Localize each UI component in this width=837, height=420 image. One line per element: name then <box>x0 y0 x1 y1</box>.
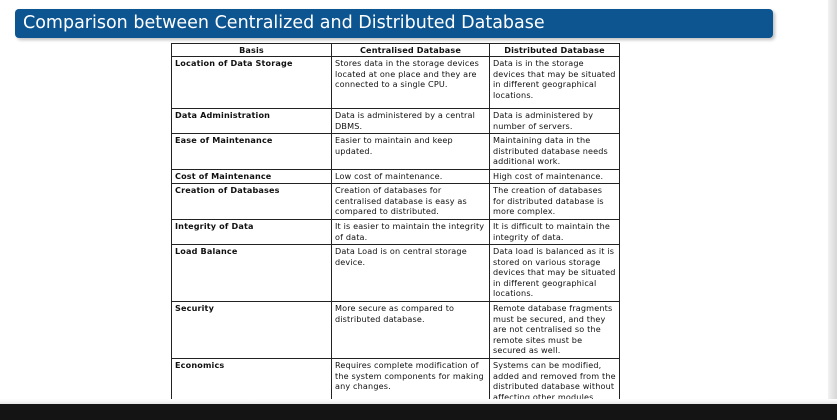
table-header-row: Basis Centralised Database Distributed D… <box>171 42 620 58</box>
cell-distributed: It is difficult to maintain the integrit… <box>489 219 620 246</box>
header-basis: Basis <box>171 42 332 58</box>
cell-centralised: Stores data in the storage devices locat… <box>331 56 490 110</box>
cell-basis: Location of Data Storage <box>171 56 332 110</box>
table-row: Security More secure as compared to dist… <box>171 301 620 360</box>
cell-distributed: Data is in the storage devices that may … <box>489 56 620 110</box>
table-row: Creation of Databases Creation of databa… <box>171 183 620 221</box>
cell-centralised: Easier to maintain and keep updated. <box>331 133 490 171</box>
cell-centralised: Low cost of maintenance. <box>331 169 490 185</box>
cell-distributed: Maintaining data in the distributed data… <box>489 133 620 171</box>
bottom-shadow <box>0 399 837 404</box>
table-row: Integrity of Data It is easier to mainta… <box>171 219 620 246</box>
cell-basis: Security <box>171 301 332 360</box>
cell-basis: Economics <box>171 358 332 407</box>
comparison-table: Basis Centralised Database Distributed D… <box>171 42 620 407</box>
cell-basis: Ease of Maintenance <box>171 133 332 171</box>
table-row: Location of Data Storage Stores data in … <box>171 56 620 110</box>
viewer-right-edge <box>828 0 837 420</box>
header-distributed: Distributed Database <box>489 42 620 58</box>
viewer-bottom-bar <box>0 404 837 420</box>
cell-distributed: Systems can be modified, added and remov… <box>489 358 620 407</box>
header-centralised: Centralised Database <box>331 42 490 58</box>
cell-basis: Creation of Databases <box>171 183 332 221</box>
cell-basis: Data Administration <box>171 108 332 135</box>
cell-basis: Integrity of Data <box>171 219 332 246</box>
slide-title: Comparison between Centralized and Distr… <box>15 9 773 38</box>
cell-distributed: Data load is balanced as it is stored on… <box>489 244 620 303</box>
table-row: Cost of Maintenance Low cost of maintena… <box>171 169 620 185</box>
cell-basis: Load Balance <box>171 244 332 303</box>
table-row: Data Administration Data is administered… <box>171 108 620 135</box>
cell-distributed: Remote database fragments must be secure… <box>489 301 620 360</box>
cell-distributed: The creation of databases for distribute… <box>489 183 620 221</box>
cell-centralised: It is easier to maintain the integrity o… <box>331 219 490 246</box>
cell-centralised: More secure as compared to distributed d… <box>331 301 490 360</box>
cell-centralised: Data Load is on central storage device. <box>331 244 490 303</box>
table-row: Economics Requires complete modification… <box>171 358 620 407</box>
cell-distributed: High cost of maintenance. <box>489 169 620 185</box>
cell-basis: Cost of Maintenance <box>171 169 332 185</box>
cell-centralised: Creation of databases for centralised da… <box>331 183 490 221</box>
table-row: Load Balance Data Load is on central sto… <box>171 244 620 303</box>
table-row: Ease of Maintenance Easier to maintain a… <box>171 133 620 171</box>
cell-centralised: Data is administered by a central DBMS. <box>331 108 490 135</box>
cell-distributed: Data is administered by number of server… <box>489 108 620 135</box>
